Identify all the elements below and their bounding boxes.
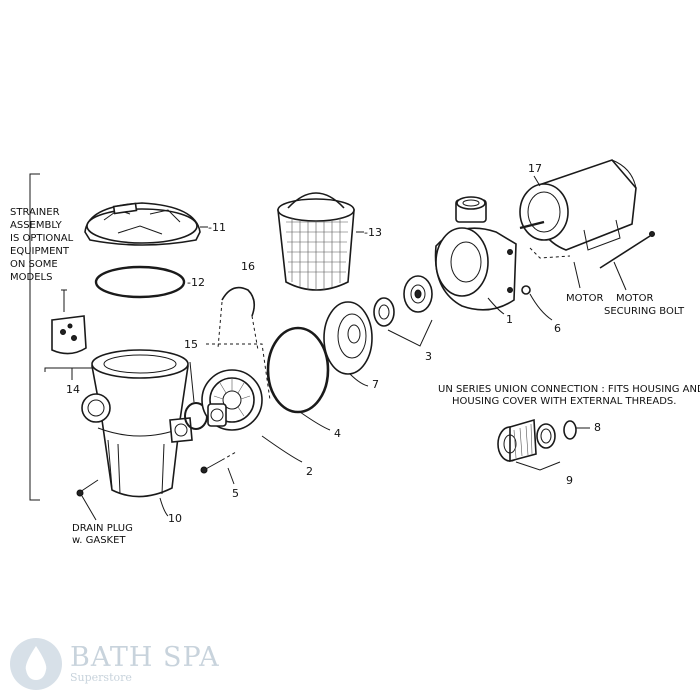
callout-6: 6 (554, 322, 561, 335)
housing-o-ring (266, 326, 330, 414)
diffuser (323, 301, 373, 375)
callout-9: 9 (566, 474, 573, 487)
water-drop-logo (10, 638, 62, 690)
clamp-wire (221, 286, 256, 317)
lid-o-ring (94, 265, 186, 299)
callout-3: 3 (425, 350, 432, 363)
callout-17: 17 (528, 162, 542, 175)
bolt-label: MOTOR SECURING BOLT (604, 293, 685, 317)
union-connection (497, 418, 556, 463)
callout-16: 16 (241, 260, 255, 273)
callout-2: 2 (306, 465, 313, 478)
callout-4: 4 (334, 427, 341, 440)
callout-14: 14 (66, 383, 80, 396)
watermark-brand: BATH SPA (70, 642, 220, 673)
motor-securing-bolt (599, 231, 655, 269)
impeller (373, 275, 433, 327)
callout-5: 5 (232, 487, 239, 500)
pump-housing (434, 196, 517, 311)
strainer-pot (76, 349, 193, 498)
callout-13: -13 (364, 226, 382, 239)
callout-11: -11 (208, 221, 226, 234)
motor (519, 159, 637, 259)
callout-1: 1 (506, 313, 513, 326)
bath-spa-watermark: BATH SPA Superstore (8, 636, 220, 692)
strainer-note: STRAINER ASSEMBLY IS OPTIONAL EQUIPMENT … (10, 207, 76, 283)
housing-cover (201, 343, 271, 431)
callout-12: -12 (187, 276, 205, 289)
union-o-ring (563, 420, 577, 440)
strainer-basket (277, 192, 355, 291)
trap-bracket (51, 289, 87, 355)
cover-screw (200, 451, 237, 474)
watermark-subtitle: Superstore (70, 671, 132, 684)
callout-8: 8 (594, 421, 601, 434)
housing-nut (521, 285, 531, 295)
motor-label: MOTOR (566, 293, 603, 304)
drain-note: DRAIN PLUG w. GASKET (72, 523, 136, 546)
callout-15: 15 (184, 338, 198, 351)
callout-7: 7 (372, 378, 379, 391)
union-note: UN SERIES UNION CONNECTION : FITS HOUSIN… (438, 384, 700, 407)
strainer-cover (84, 202, 201, 246)
strainer-bracket (29, 173, 40, 501)
callout-10: 10 (168, 512, 182, 525)
